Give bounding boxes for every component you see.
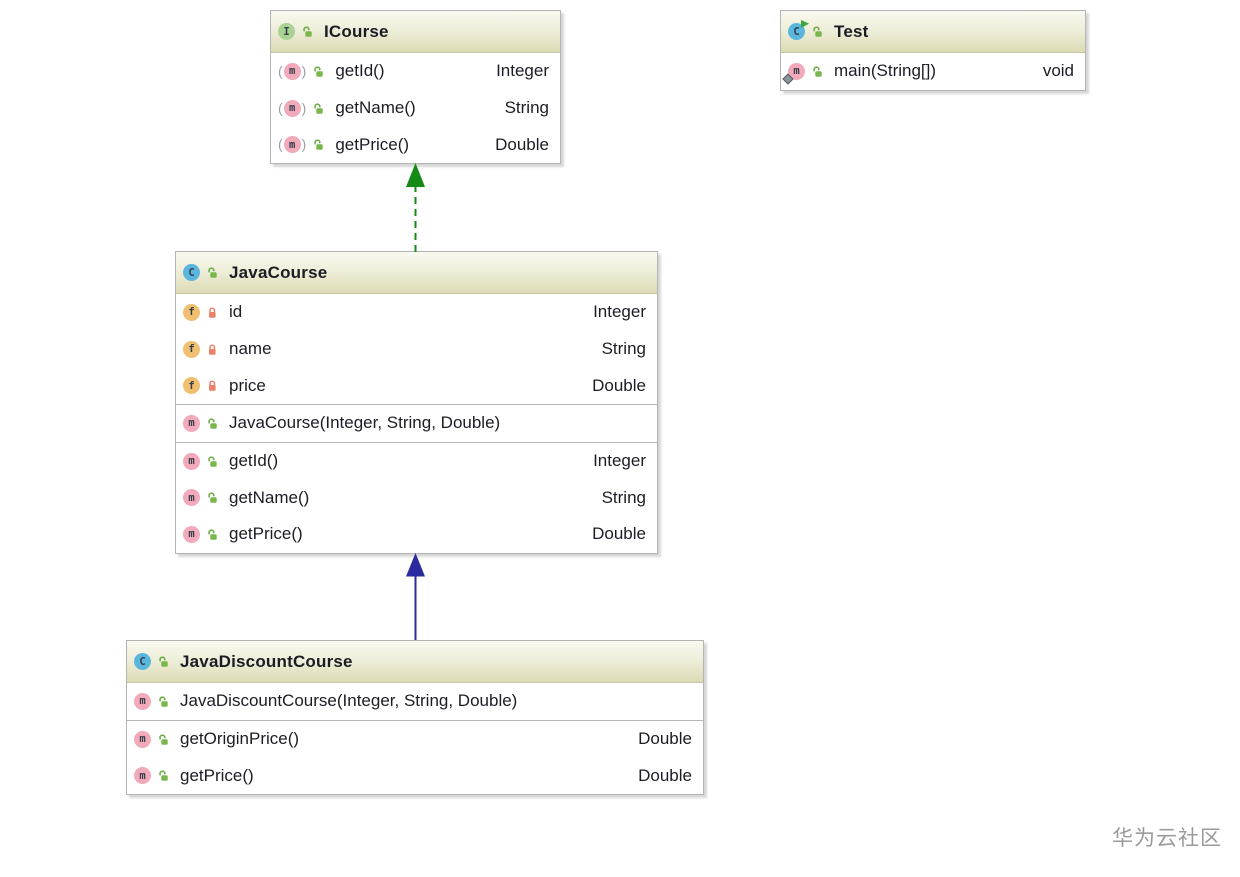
method-row[interactable]: m main(String[]) void xyxy=(781,53,1085,90)
method-row[interactable]: m getPrice() Double xyxy=(127,757,703,794)
class-box-javacourse[interactable]: C JavaCourse f id Integer f name S xyxy=(175,251,658,554)
public-unlock-icon xyxy=(811,25,824,38)
method-row[interactable]: m getPrice() Double xyxy=(271,126,560,163)
member-name: JavaCourse(Integer, String, Double) xyxy=(229,413,501,433)
public-unlock-icon xyxy=(157,695,170,708)
member-name: JavaDiscountCourse(Integer, String, Doub… xyxy=(180,691,518,711)
member-type: Double xyxy=(638,765,692,785)
public-unlock-icon xyxy=(157,655,170,668)
class-header-javacourse[interactable]: C JavaCourse xyxy=(176,252,657,294)
member-name: getPrice() xyxy=(335,134,410,154)
private-lock-icon xyxy=(206,343,219,356)
member-type: String xyxy=(601,487,646,507)
member-type: void xyxy=(1042,61,1074,81)
member-type: String xyxy=(504,98,549,118)
public-unlock-icon xyxy=(206,491,219,504)
member-name: main(String[]) xyxy=(834,61,937,81)
member-name: getId() xyxy=(229,451,279,471)
public-unlock-icon xyxy=(312,65,325,78)
field-icon: f xyxy=(183,377,200,395)
member-type: Integer xyxy=(496,61,549,81)
member-type: Double xyxy=(638,729,692,749)
class-box-test[interactable]: C Test m main(String[]) void xyxy=(780,10,1086,91)
member-name: getPrice() xyxy=(180,765,254,785)
class-title: ICourse xyxy=(324,21,389,41)
class-header-test[interactable]: C Test xyxy=(781,11,1085,53)
member-type: Double xyxy=(495,134,549,154)
class-header-icourse[interactable]: I ICourse xyxy=(271,11,560,53)
constructor-row[interactable]: m JavaCourse(Integer, String, Double) xyxy=(176,405,657,442)
method-icon: m xyxy=(183,525,200,543)
member-type: Double xyxy=(592,524,646,544)
class-title: JavaCourse xyxy=(229,262,328,282)
member-name: name xyxy=(229,339,272,359)
method-row[interactable]: m getOriginPrice() Double xyxy=(127,721,703,758)
method-row[interactable]: m getId() Integer xyxy=(176,443,657,480)
method-icon: m xyxy=(134,730,151,748)
class-header-javadiscountcourse[interactable]: C JavaDiscountCourse xyxy=(127,641,703,683)
methods-section: m getId() Integer m getName() String m xyxy=(176,441,657,553)
static-method-icon: m xyxy=(782,62,805,85)
public-unlock-icon xyxy=(157,733,170,746)
class-title: Test xyxy=(834,21,869,41)
method-row[interactable]: m getId() Integer xyxy=(271,53,560,90)
public-unlock-icon xyxy=(157,769,170,782)
runnable-class-icon: C xyxy=(788,20,809,40)
public-unlock-icon xyxy=(206,528,219,541)
abstract-method-icon: m xyxy=(278,136,306,154)
implements-arrow[interactable] xyxy=(406,163,425,252)
extends-arrow[interactable] xyxy=(406,553,425,640)
class-icon: C xyxy=(134,653,151,670)
class-box-icourse[interactable]: I ICourse m getId() Integer m getName() … xyxy=(270,10,561,165)
abstract-method-icon: m xyxy=(278,99,306,117)
member-name: getOriginPrice() xyxy=(180,729,300,749)
public-unlock-icon xyxy=(301,25,314,38)
method-row[interactable]: m getName() String xyxy=(271,90,560,127)
constructors-section: m JavaCourse(Integer, String, Double) xyxy=(176,404,657,442)
method-icon: m xyxy=(183,489,200,507)
public-unlock-icon xyxy=(811,65,824,78)
public-unlock-icon xyxy=(206,266,219,279)
field-row[interactable]: f name String xyxy=(176,331,657,368)
member-type: String xyxy=(601,339,646,359)
member-name: getName() xyxy=(335,98,416,118)
member-name: price xyxy=(229,375,266,395)
interface-icon: I xyxy=(278,23,295,40)
member-name: getName() xyxy=(229,487,310,507)
private-lock-icon xyxy=(206,306,219,319)
member-name: id xyxy=(229,302,243,322)
method-icon: m xyxy=(134,767,151,785)
fields-section: f id Integer f name String f xyxy=(176,294,657,404)
class-icon: C xyxy=(183,264,200,281)
member-type: Double xyxy=(592,375,646,395)
watermark: 华为云社区 xyxy=(1112,827,1222,850)
public-unlock-icon xyxy=(312,102,325,115)
class-title: JavaDiscountCourse xyxy=(180,651,353,671)
abstract-method-icon: m xyxy=(278,62,306,80)
constructor-row[interactable]: m JavaDiscountCourse(Integer, String, Do… xyxy=(127,683,703,720)
class-box-javadiscountcourse[interactable]: C JavaDiscountCourse m JavaDiscountCours… xyxy=(126,640,704,796)
method-row[interactable]: m getName() String xyxy=(176,479,657,516)
field-row[interactable]: f id Integer xyxy=(176,294,657,331)
member-type: Integer xyxy=(593,451,646,471)
field-icon: f xyxy=(183,340,200,358)
member-type: Integer xyxy=(593,302,646,322)
constructors-section: m JavaDiscountCourse(Integer, String, Do… xyxy=(127,683,703,720)
method-icon: m xyxy=(134,692,151,710)
run-triangle-icon xyxy=(801,20,809,28)
public-unlock-icon xyxy=(206,417,219,430)
private-lock-icon xyxy=(206,379,219,392)
field-row[interactable]: f price Double xyxy=(176,367,657,404)
method-row[interactable]: m getPrice() Double xyxy=(176,516,657,553)
member-name: getId() xyxy=(335,61,385,81)
public-unlock-icon xyxy=(206,455,219,468)
static-diamond-icon xyxy=(782,73,794,85)
field-icon: f xyxy=(183,303,200,321)
method-icon: m xyxy=(183,452,200,470)
public-unlock-icon xyxy=(312,138,325,151)
methods-section: m getOriginPrice() Double m getPrice() D… xyxy=(127,719,703,794)
member-name: getPrice() xyxy=(229,524,303,544)
method-icon: m xyxy=(183,414,200,432)
